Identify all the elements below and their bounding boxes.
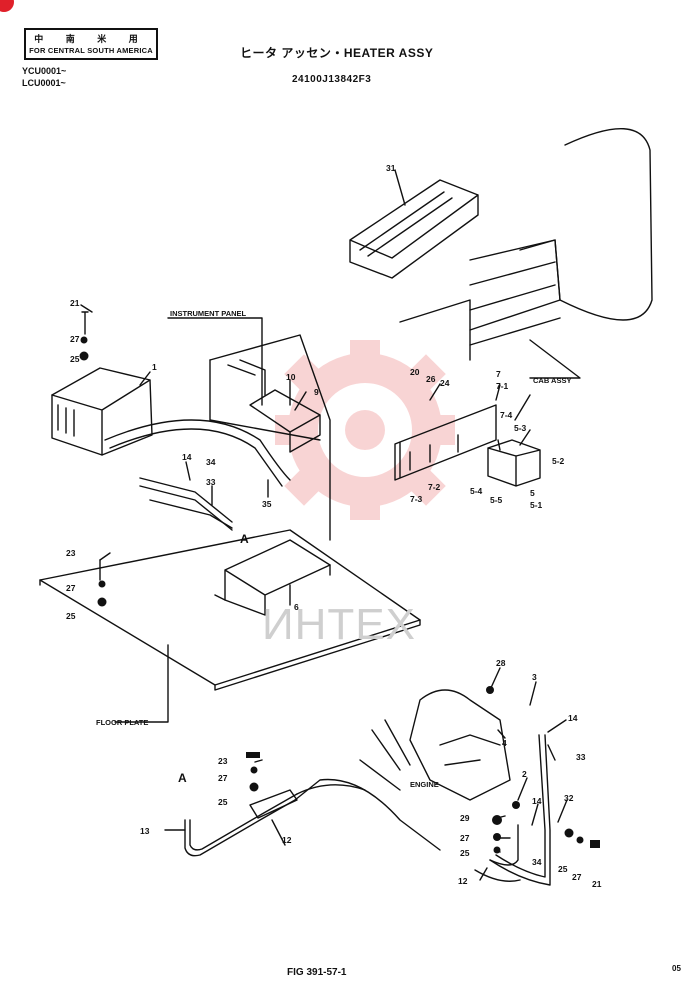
callout-32: 32 [564, 793, 574, 803]
region-box: 中 南 米 用 FOR CENTRAL SOUTH AMERICA [24, 28, 158, 60]
callout-29: 29 [460, 813, 470, 823]
ref-a-bottom: A [178, 771, 187, 785]
serial-range-2: LCU0001~ [22, 78, 66, 88]
callout-7-4: 7-4 [500, 410, 513, 420]
hose-12 [249, 789, 298, 819]
label-floor-plate: FLOOR PLATE [96, 718, 148, 727]
hose-35 [104, 419, 291, 481]
watermark-text: ИНТЕХ [262, 600, 416, 649]
ref-a-top: A [240, 532, 249, 546]
callout-12-left: 12 [282, 835, 292, 845]
callout-14-bottom: 14 [532, 796, 542, 806]
callout-34-left: 34 [206, 457, 216, 467]
callout-23-mid: 23 [66, 548, 76, 558]
callout-9: 9 [314, 387, 319, 397]
callout-6: 6 [294, 602, 299, 612]
region-jp-label: 中 南 米 用 [34, 34, 148, 44]
callout-10: 10 [286, 372, 296, 382]
part-31-cover [349, 179, 479, 279]
callout-25-bottom: 25 [218, 797, 228, 807]
callout-34-right: 34 [532, 857, 542, 867]
callout-13: 13 [140, 826, 150, 836]
callout-25-mid: 25 [66, 611, 76, 621]
callout-33-left: 33 [206, 477, 216, 487]
callout-14-right: 14 [568, 713, 578, 723]
callout-25-low: 25 [460, 848, 470, 858]
label-cab-assy: CAB ASSY [533, 376, 571, 385]
callout-21-right: 21 [592, 879, 602, 889]
callout-4: 4 [502, 738, 507, 748]
label-instrument-panel: INSTRUMENT PANEL [170, 309, 247, 318]
callout-5-1: 5-1 [530, 500, 543, 510]
lower-heater-pipe [184, 799, 296, 857]
callout-20: 20 [410, 367, 420, 377]
callout-5: 5 [530, 488, 535, 498]
callout-35: 35 [262, 499, 272, 509]
watermark-gear-icon [275, 340, 455, 520]
callout-7: 7 [496, 369, 501, 379]
callout-28: 28 [496, 658, 506, 668]
callout-5-3: 5-3 [514, 423, 527, 433]
callout-27-bottom: 27 [218, 773, 228, 783]
callout-24: 24 [440, 378, 450, 388]
part-9-bracket [249, 389, 321, 453]
label-engine: ENGINE [410, 780, 439, 789]
callout-5-5: 5-5 [490, 495, 503, 505]
region-en-label: FOR CENTRAL SOUTH AMERICA [29, 46, 153, 55]
callout-2: 2 [522, 769, 527, 779]
callout-27-right: 27 [572, 872, 582, 882]
pipe-34-33 [139, 477, 233, 531]
assembly-part-number: 24100J13842F3 [292, 74, 372, 85]
part-5-box [487, 439, 541, 487]
callout-27-mid: 27 [66, 583, 76, 593]
callout-27-top: 27 [70, 334, 80, 344]
callout-5-4: 5-4 [470, 486, 483, 496]
callout-25-top: 25 [70, 354, 80, 364]
callout-23-bottom: 23 [218, 756, 228, 766]
callout-7-2: 7-2 [428, 482, 441, 492]
callout-12-right: 12 [458, 876, 468, 886]
callout-7-3: 7-3 [410, 494, 423, 504]
part-7-bracket [394, 404, 497, 481]
callout-7-1: 7-1 [496, 381, 509, 391]
callout-5-2: 5-2 [552, 456, 565, 466]
callout-3: 3 [532, 672, 537, 682]
page-number: 05 [672, 964, 681, 973]
figure-number: FIG 391-57-1 [287, 967, 347, 978]
callout-25-right: 25 [558, 864, 568, 874]
callout-31: 31 [386, 163, 396, 173]
corner-badge-icon [0, 0, 14, 12]
callout-27-low: 27 [460, 833, 470, 843]
engine-block [409, 689, 511, 801]
callout-14-left: 14 [182, 452, 192, 462]
callout-33-right: 33 [576, 752, 586, 762]
page-title: ヒータ アッセン・HEATER ASSY [240, 46, 434, 60]
callout-26: 26 [426, 374, 436, 384]
part-1-heater-unit [51, 367, 153, 456]
cab-outline [469, 127, 653, 321]
serial-range-1: YCU0001~ [22, 66, 67, 76]
callout-21-top: 21 [70, 298, 80, 308]
callout-1: 1 [152, 362, 157, 372]
